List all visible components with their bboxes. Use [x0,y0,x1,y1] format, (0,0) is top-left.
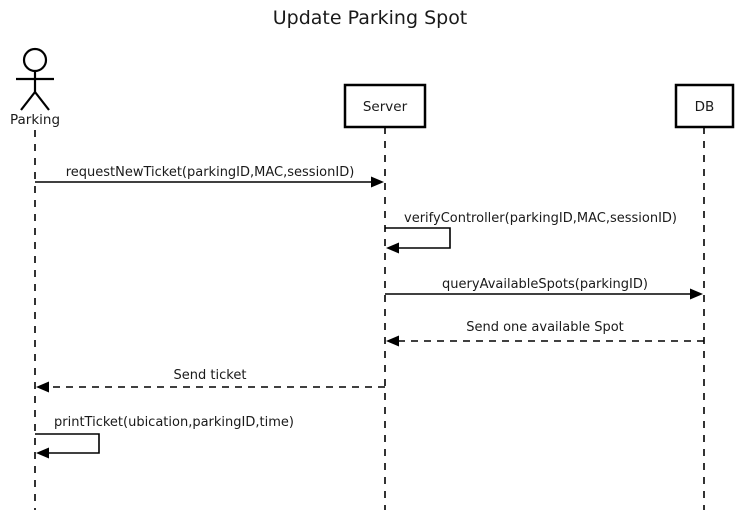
message-send-one-available-spot[interactable]: Send one available Spot [386,320,704,347]
actor-icon [16,47,54,111]
arrowhead-left-icon [36,381,49,393]
message-send-ticket[interactable]: Send ticket [36,368,385,393]
message-verify-controller[interactable]: verifyController(parkingID,MAC,sessionID… [385,211,677,254]
arrowhead-left-icon [36,447,49,459]
message-request-new-ticket[interactable]: requestNewTicket(parkingID,MAC,sessionID… [35,165,384,188]
message-label-2: verifyController(parkingID,MAC,sessionID… [404,211,677,226]
message-label-5: Send ticket [174,368,247,383]
participant-label-server: Server [363,99,408,115]
participant-parking[interactable]: Parking [10,47,60,510]
arrowhead-left-icon [386,242,399,254]
participant-server[interactable]: Server [343,83,427,510]
message-label-3: queryAvailableSpots(parkingID) [442,277,648,292]
participant-box-server[interactable] [343,83,427,129]
page-title: Update Parking Spot [273,7,468,29]
arrowhead-right-icon [371,176,384,188]
message-label-1: requestNewTicket(parkingID,MAC,sessionID… [66,165,355,180]
participant-label-db: DB [695,99,715,115]
message-print-ticket[interactable]: printTicket(ubication,parkingID,time) [35,415,294,459]
arrowhead-right-icon [690,288,703,300]
message-query-available-spots[interactable]: queryAvailableSpots(parkingID) [385,277,703,300]
message-label-4: Send one available Spot [466,320,624,335]
participant-db[interactable]: DB [674,83,735,510]
arrowhead-left-icon [386,335,399,347]
participant-label-parking: Parking [10,112,60,128]
participant-box-db[interactable] [674,83,735,129]
message-label-6: printTicket(ubication,parkingID,time) [54,415,294,430]
